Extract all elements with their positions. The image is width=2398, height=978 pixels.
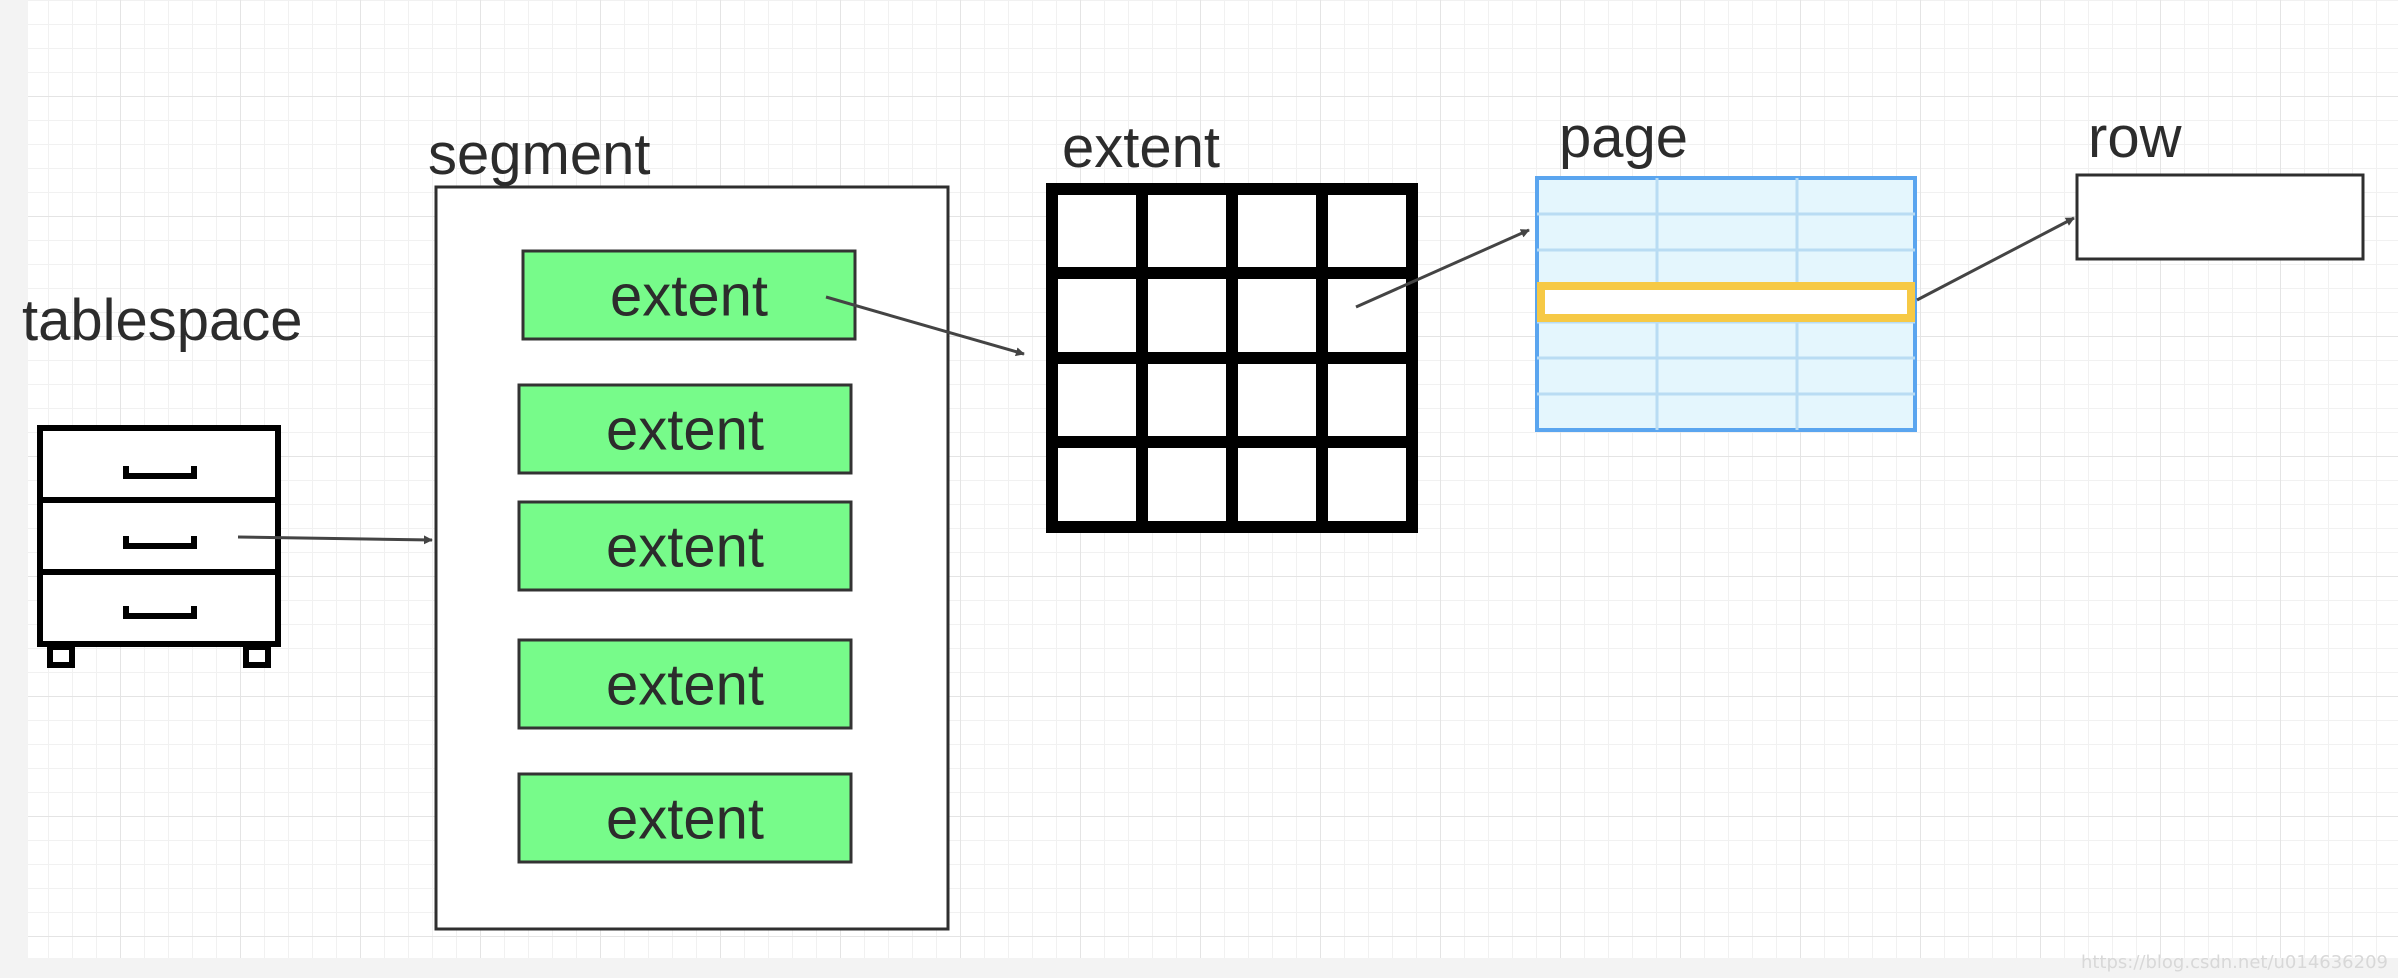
extent-box-5: extent	[517, 772, 853, 864]
extent-box-3: extent	[517, 500, 853, 592]
segment-label: segment	[428, 122, 650, 187]
row-box	[2075, 173, 2365, 261]
table-icon	[1535, 176, 1917, 432]
cabinet-drawers-icon	[37, 425, 281, 668]
arrow-extent-grid-to-page	[1355, 228, 1530, 309]
watermark: https://blog.csdn.net/u014636209	[2081, 952, 2388, 973]
extent-box-2: extent	[517, 383, 853, 475]
row-label: row	[2088, 105, 2183, 170]
arrow-tablespace-to-segment	[237, 535, 433, 545]
extent-box-label: extent	[610, 264, 768, 329]
extent-box-label: extent	[606, 787, 764, 852]
highlighted-row	[1537, 282, 1915, 322]
arrow-extent-to-extent-grid	[825, 295, 1025, 357]
extent-box-label: extent	[606, 653, 764, 718]
extent-label: extent	[1062, 115, 1220, 180]
arrow-page-to-row	[1916, 216, 2075, 302]
extent-box-label: extent	[606, 398, 764, 463]
extent-box-label: extent	[606, 515, 764, 580]
grid-icon	[1046, 183, 1418, 533]
extent-box-4: extent	[517, 638, 853, 730]
tablespace-label: tablespace	[22, 288, 303, 353]
extent-box-1: extent	[521, 249, 857, 341]
page-label: page	[1559, 105, 1688, 170]
